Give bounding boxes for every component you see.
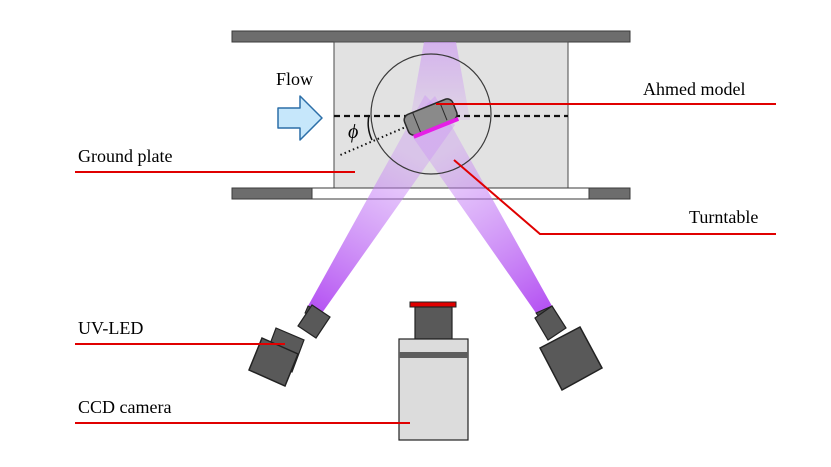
- ccd-camera-icon: [398, 301, 469, 441]
- uv-beam-right: [405, 96, 552, 313]
- turntable-label: Turntable: [689, 207, 758, 227]
- flow-label: Flow: [276, 69, 313, 89]
- ccd-camera-label: CCD camera: [78, 397, 171, 417]
- right-arrow-icon: [277, 95, 323, 141]
- uv-led-label: UV-LED: [78, 318, 143, 338]
- uv-led-icon: [248, 304, 331, 387]
- yaw-reference-line: [337, 125, 409, 157]
- angle-symbol: ϕ: [348, 121, 358, 143]
- ahmed-model: [403, 98, 460, 139]
- bottom-wall-right: [588, 187, 631, 200]
- ground-plate-label: Ground plate: [78, 146, 172, 166]
- turntable-leader: [453, 159, 776, 235]
- yaw-angle-arc: [367, 114, 373, 141]
- uv-led-icon: [534, 305, 604, 392]
- uv-beam-left: [308, 95, 455, 313]
- ahmed-model-label: Ahmed model: [643, 79, 745, 99]
- ahmed-model-base: [413, 116, 460, 139]
- turntable-circle: [370, 53, 492, 175]
- bottom-wall-left: [231, 187, 313, 200]
- top-wall: [231, 30, 631, 43]
